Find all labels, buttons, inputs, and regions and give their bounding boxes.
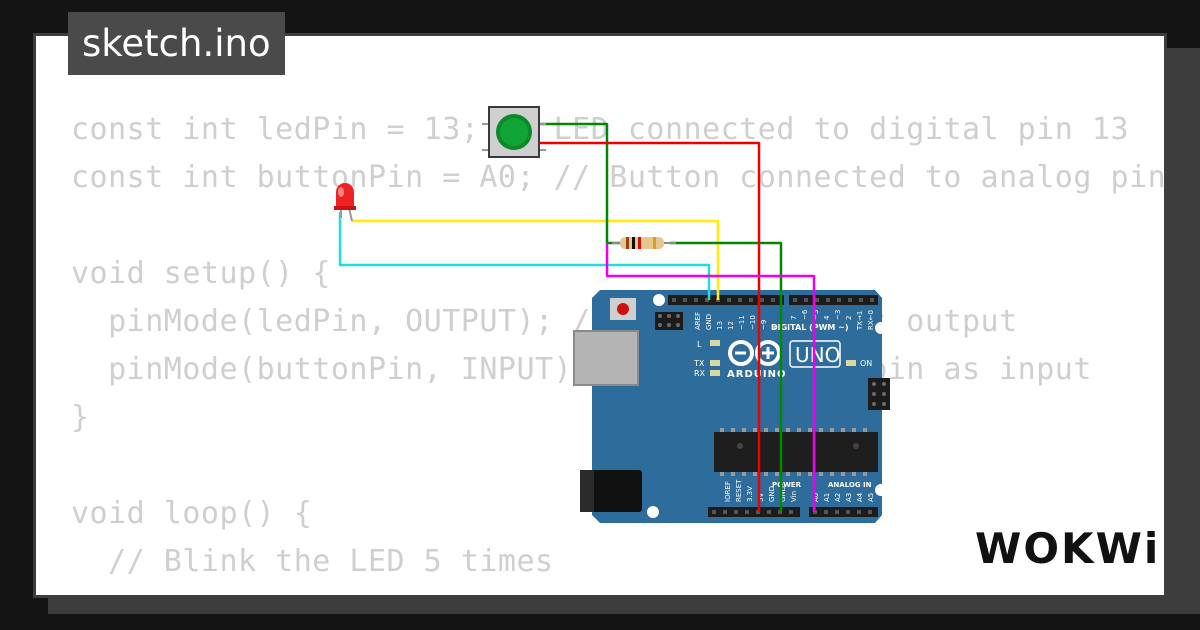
pin-label: 13: [716, 321, 724, 330]
digital-header-2: [789, 295, 878, 305]
wire-magenta[interactable]: [605, 243, 816, 512]
mounting-hole: [875, 484, 887, 496]
pin-label: TX→1: [856, 311, 864, 331]
pin-label: A2: [834, 493, 842, 502]
wire-yellow[interactable]: [352, 219, 720, 300]
usb-port-icon: [573, 330, 639, 386]
model-label: UNO: [795, 343, 840, 367]
pin-label: ~10: [749, 315, 757, 330]
code-line-11: for (int i = 0; i < 5; i++) {: [71, 586, 1164, 595]
analog-label: ANALOG IN: [828, 481, 872, 489]
pin-label: GND: [705, 314, 713, 330]
pin-label: RX←0: [867, 310, 875, 330]
power-label: POWER: [772, 481, 802, 489]
wokwi-logo: WOKWi: [975, 524, 1161, 573]
pushbutton-icon[interactable]: [482, 106, 546, 158]
pin-label: IOREF: [724, 481, 732, 502]
led-icon[interactable]: [334, 183, 356, 222]
l-led-label: L: [697, 340, 702, 349]
arduino-infinity-logo-icon: [728, 340, 781, 366]
pin-label: ~5: [812, 310, 820, 320]
l-led: [710, 340, 720, 346]
code-line-2: const int buttonPin = A0; // Button conn…: [71, 160, 1167, 195]
mounting-hole: [875, 322, 887, 334]
atmega-chip: [714, 432, 878, 472]
file-tab[interactable]: sketch.ino: [68, 12, 285, 75]
rx-led: [710, 370, 720, 376]
rx-led-label: RX: [694, 369, 706, 378]
icsp-header-right: [868, 378, 890, 410]
tx-led-label: TX: [693, 359, 705, 368]
pin-label: 8: [771, 326, 779, 330]
digital-label: DIGITAL (PWM ~): [771, 323, 849, 332]
mounting-hole: [653, 294, 665, 306]
pin-label: 2: [845, 316, 853, 320]
pin-label: A3: [845, 493, 853, 502]
resistor-icon[interactable]: [612, 237, 676, 249]
pin-label: ~3: [834, 310, 842, 320]
wire-green-gnd[interactable]: [670, 241, 783, 512]
pin-label: A4: [856, 492, 864, 502]
pin-label: 7: [790, 316, 798, 320]
on-led: [846, 360, 856, 366]
pin-label: RESET: [735, 479, 743, 502]
pin-label: 5V: [757, 493, 765, 502]
code-line-4: void setup() {: [71, 256, 331, 291]
code-line-10: // Blink the LED 5 times: [71, 544, 554, 579]
pin-label: 12: [727, 321, 735, 330]
code-line-7: }: [71, 400, 90, 435]
pin-label: A0: [812, 493, 820, 502]
pin-label: A1: [823, 493, 831, 502]
mounting-hole: [647, 506, 659, 518]
pin-label: ~11: [738, 315, 746, 330]
analog-header: [809, 507, 878, 517]
arduino-uno-board[interactable]: AREF GND 13 12 ~11 ~10 ~9 8 7 ~6 ~5 4 ~3…: [573, 290, 890, 523]
icsp-header: [655, 312, 683, 330]
digital-header-1: [668, 295, 784, 305]
brand-label: ARDUINO: [727, 369, 786, 380]
power-header: [708, 507, 800, 517]
pin-label: 3.3V: [746, 486, 754, 502]
pin-label: ~9: [760, 320, 768, 330]
pin-label: 4: [823, 315, 831, 320]
pin-label: GND: [768, 486, 776, 502]
pin-label: Vin: [790, 491, 798, 502]
pin-label: AREF: [694, 312, 702, 330]
wire-red[interactable]: [540, 141, 761, 512]
on-label: ON: [860, 359, 872, 368]
pin-label: A5: [867, 493, 875, 502]
tx-led: [710, 360, 720, 366]
wire-cyan[interactable]: [338, 212, 711, 300]
pin-label: GND: [779, 486, 787, 502]
power-jack-icon: [580, 470, 642, 512]
pin-label: ~6: [801, 309, 809, 320]
code-line-9: void loop() {: [71, 496, 313, 531]
